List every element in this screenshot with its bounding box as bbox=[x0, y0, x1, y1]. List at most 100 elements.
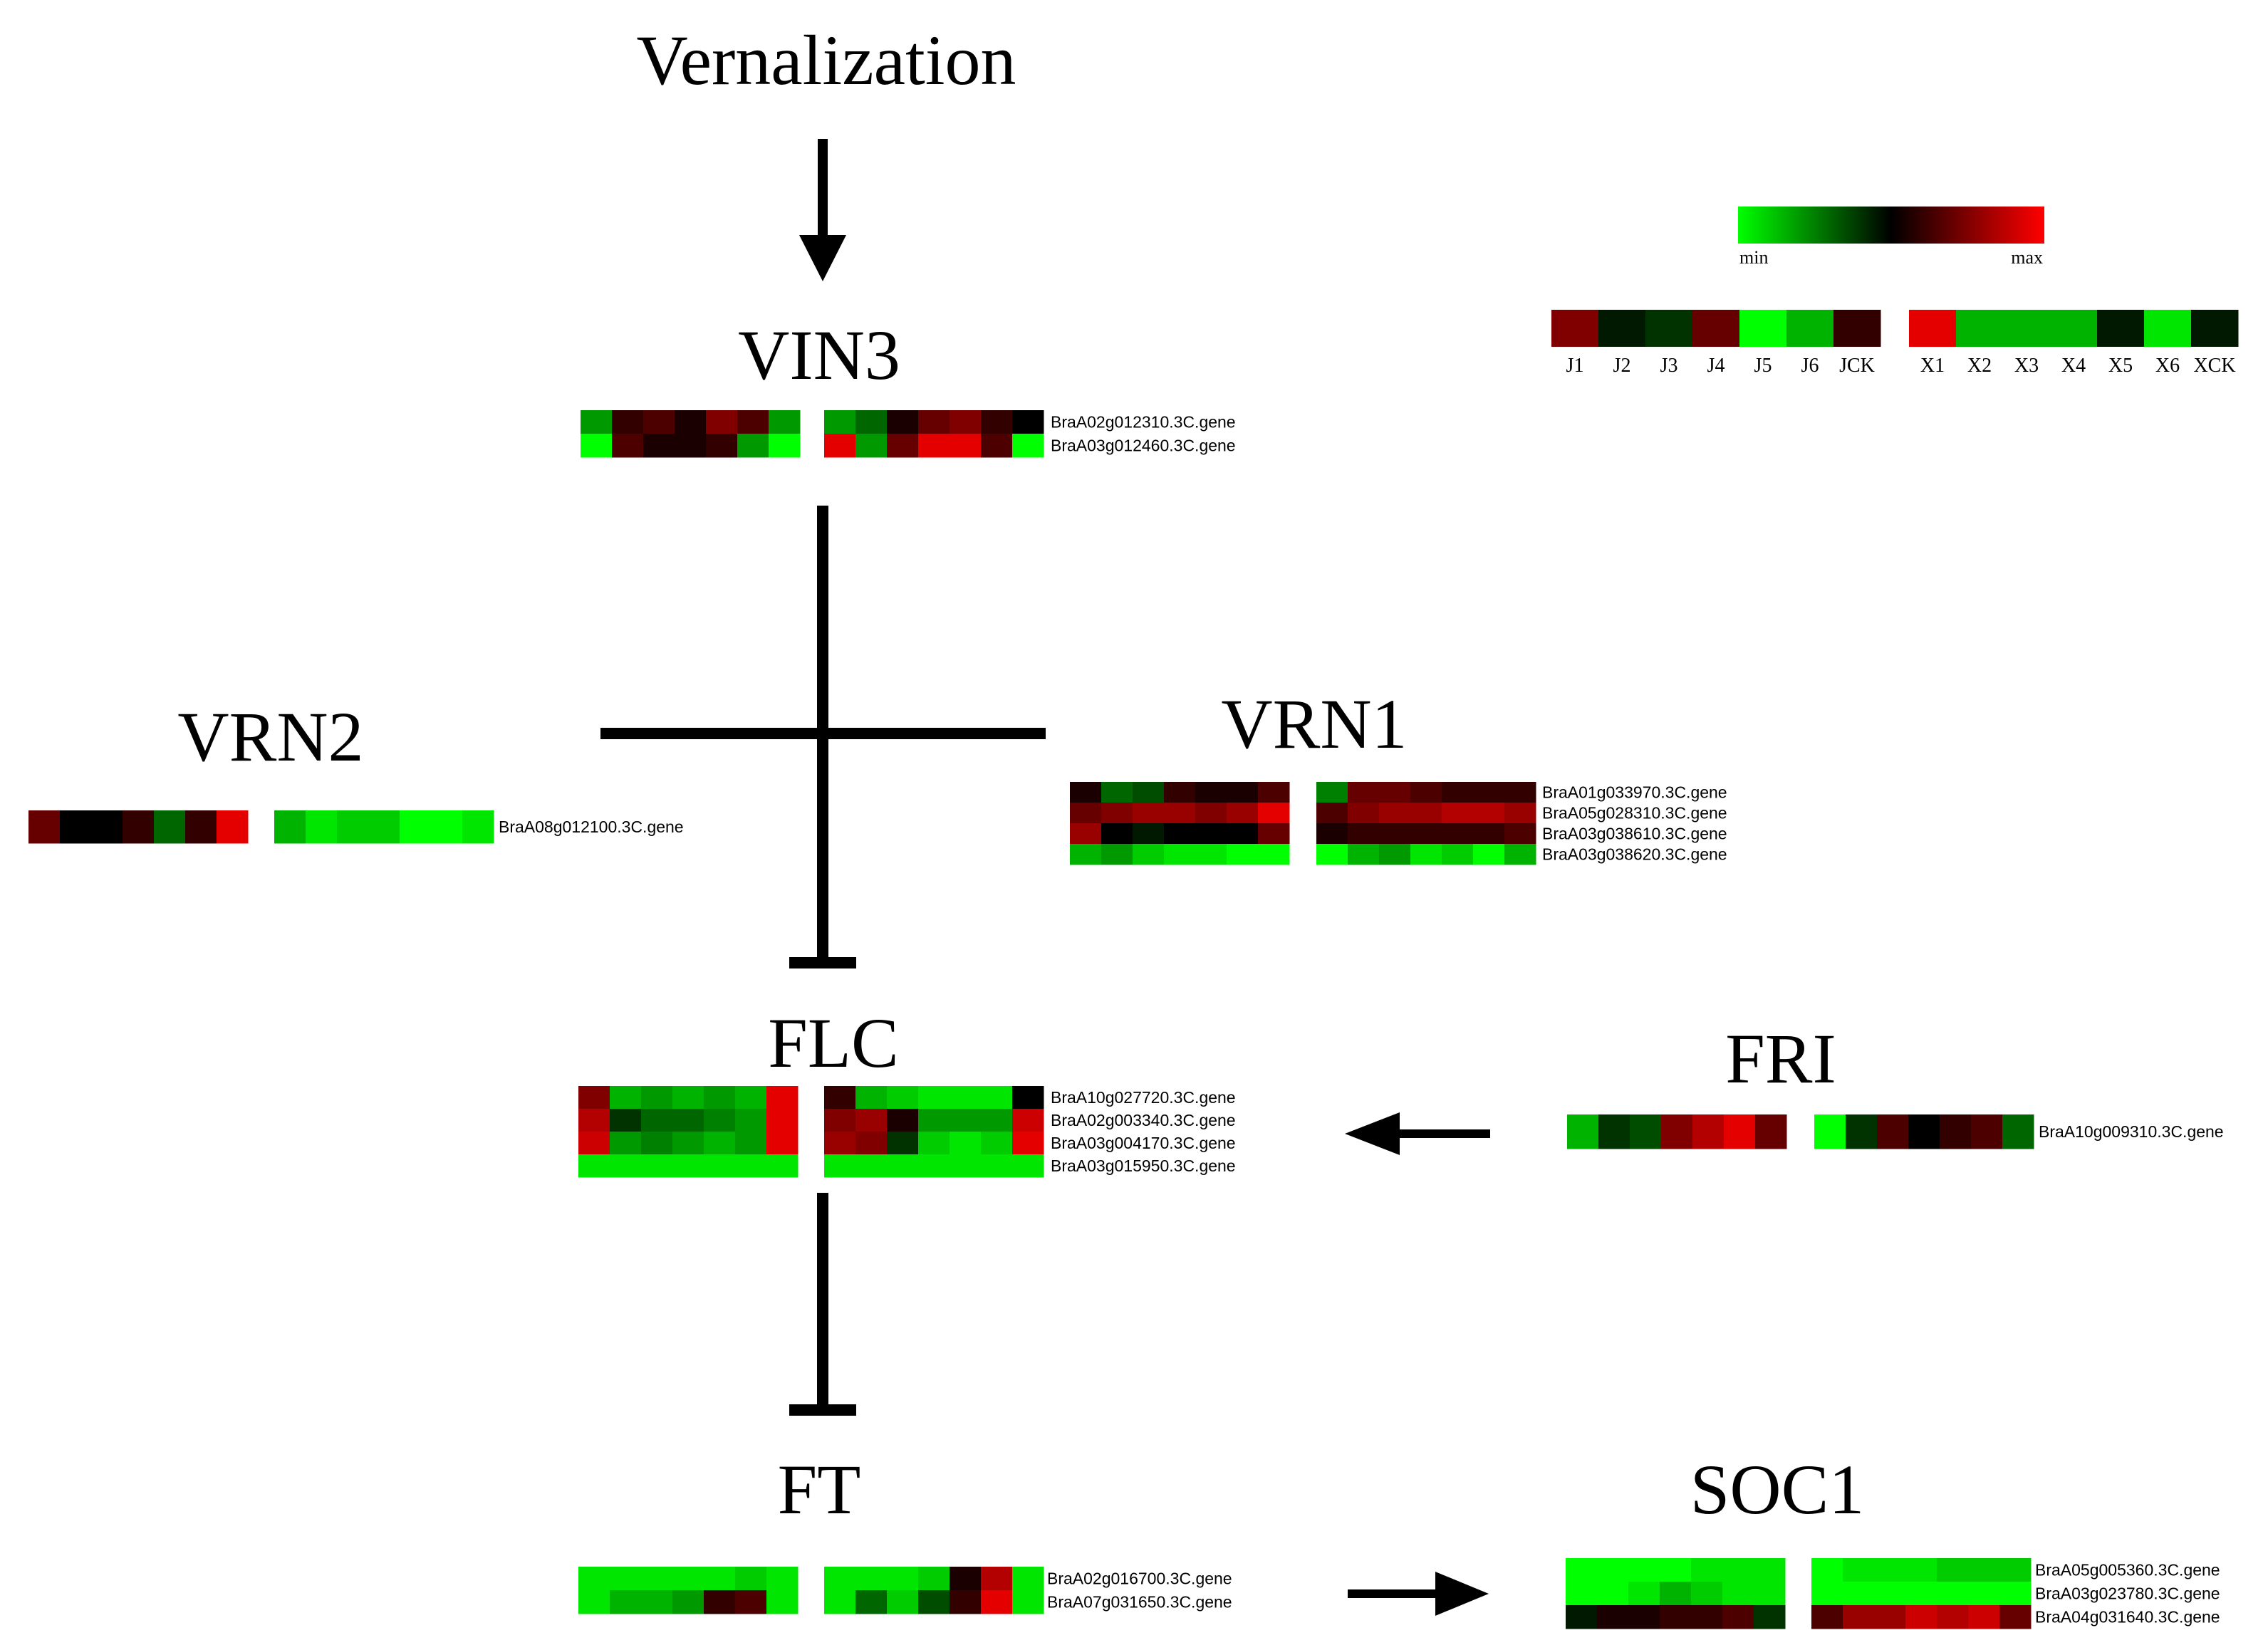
heatmap-cell bbox=[1999, 1605, 2032, 1629]
heatmap-cell bbox=[1379, 844, 1411, 865]
gene-label: BraA07g031650.3C.gene bbox=[1047, 1593, 1232, 1612]
heatmap-cell bbox=[735, 1086, 767, 1109]
heatmap-cell bbox=[1660, 1558, 1692, 1582]
gene-label: BraA05g005360.3C.gene bbox=[2035, 1561, 2220, 1579]
heatmap-cell bbox=[1999, 1582, 2032, 1606]
gene-label: BraA03g038610.3C.gene bbox=[1542, 825, 1727, 843]
heatmap-cell bbox=[1410, 844, 1442, 865]
heatmap-cell bbox=[1968, 1558, 2000, 1582]
sample-cell bbox=[1739, 310, 1787, 347]
column-label: J6 bbox=[1801, 355, 1819, 377]
heatmap-cell bbox=[918, 1086, 950, 1109]
heatmap-cell bbox=[981, 1109, 1013, 1132]
heatmap-cell bbox=[578, 1086, 610, 1109]
heatmap-cell bbox=[887, 1567, 919, 1591]
heatmap-cell bbox=[1630, 1114, 1662, 1149]
heatmap-cell bbox=[1012, 1154, 1044, 1178]
heatmap-cell bbox=[1133, 823, 1165, 845]
heatmap-cell bbox=[154, 810, 186, 844]
sample-cell bbox=[1551, 310, 1599, 347]
heatmap-cell bbox=[610, 1590, 642, 1614]
heatmap-cell bbox=[217, 810, 249, 844]
heatmap-cell bbox=[1597, 1605, 1629, 1629]
heatmap-cell bbox=[1691, 1582, 1723, 1606]
heatmap-cell bbox=[1660, 1605, 1692, 1629]
heatmap-cell bbox=[1660, 1582, 1692, 1606]
heatmap-cell bbox=[769, 434, 801, 458]
sample-legend-bar bbox=[1551, 310, 2239, 347]
heatmap-cell bbox=[1504, 844, 1536, 865]
heatmap-cell bbox=[1754, 1558, 1786, 1582]
heatmap-cell bbox=[1754, 1582, 1786, 1606]
heatmap-cell bbox=[1937, 1582, 1969, 1606]
heatmap-cell bbox=[1348, 844, 1380, 865]
gene-label: BraA04g031640.3C.gene bbox=[2035, 1608, 2220, 1626]
heatmap-cell bbox=[950, 434, 982, 458]
heatmap-cell bbox=[855, 1154, 888, 1178]
heatmap-cell bbox=[1442, 782, 1474, 803]
column-label: J3 bbox=[1660, 355, 1678, 377]
heatmap-cell bbox=[610, 1132, 642, 1155]
heatmap-cell bbox=[1598, 1114, 1630, 1149]
heatmap-cell bbox=[737, 434, 769, 458]
heatmap-cell bbox=[1566, 1582, 1598, 1606]
heatmap-cell bbox=[1843, 1582, 1875, 1606]
heatmap-cell bbox=[675, 410, 707, 434]
sample-cell bbox=[2191, 310, 2239, 347]
heatmap-cell bbox=[735, 1132, 767, 1155]
heatmap-cell bbox=[641, 1154, 673, 1178]
heatmap-cell bbox=[1348, 803, 1380, 824]
heatmap-cell bbox=[1379, 803, 1411, 824]
sample-cell bbox=[1956, 310, 2004, 347]
heatmap-cell bbox=[981, 1132, 1013, 1155]
heatmap-cell bbox=[1316, 823, 1348, 845]
heatmap-cell bbox=[306, 810, 338, 844]
gene-label: BraA03g023780.3C.gene bbox=[2035, 1584, 2220, 1603]
heatmap-cell bbox=[918, 434, 950, 458]
heatmap-cell bbox=[1070, 823, 1102, 845]
heatmap-flc: BraA10g027720.3C.geneBraA02g003340.3C.ge… bbox=[578, 1086, 1236, 1178]
heatmap-cell bbox=[1379, 782, 1411, 803]
column-label: X6 bbox=[2155, 355, 2180, 377]
sample-cell bbox=[1645, 310, 1693, 347]
heatmap-cell bbox=[918, 410, 950, 434]
column-label: X1 bbox=[1920, 355, 1945, 377]
sample-cell bbox=[2050, 310, 2098, 347]
heatmap-cell bbox=[1905, 1582, 1937, 1606]
heatmap-cell bbox=[1316, 782, 1348, 803]
heatmap-cell bbox=[1874, 1582, 1906, 1606]
heatmap-cell bbox=[855, 1086, 888, 1109]
sample-cell bbox=[1786, 310, 1834, 347]
scale-min-label: min bbox=[1739, 247, 1768, 268]
heatmap-cell bbox=[672, 1567, 704, 1591]
heatmap-cell bbox=[1195, 823, 1227, 845]
heatmap-ft: BraA02g016700.3C.geneBraA07g031650.3C.ge… bbox=[578, 1567, 1232, 1614]
heatmap-cell bbox=[887, 434, 919, 458]
heatmap-cell bbox=[1012, 410, 1044, 434]
heatmap-vrn1: BraA01g033970.3C.geneBraA05g028310.3C.ge… bbox=[1070, 782, 1727, 865]
heatmap-cell bbox=[1227, 844, 1259, 865]
heatmap-cell bbox=[855, 410, 888, 434]
heatmap-cell bbox=[918, 1132, 950, 1155]
heatmap-cell bbox=[675, 434, 707, 458]
heatmap-cell bbox=[950, 410, 982, 434]
heatmap-cell bbox=[1012, 434, 1044, 458]
heatmap-cell bbox=[887, 410, 919, 434]
gene-label: BraA05g028310.3C.gene bbox=[1542, 804, 1727, 823]
heatmap-cell bbox=[1722, 1582, 1754, 1606]
gene-label: BraA02g016700.3C.gene bbox=[1047, 1570, 1232, 1588]
heatmap-cell bbox=[824, 410, 856, 434]
sample-cell bbox=[1692, 310, 1740, 347]
heatmap-cell bbox=[1164, 782, 1196, 803]
heatmap-cell bbox=[887, 1086, 919, 1109]
heatmap-cell bbox=[578, 1109, 610, 1132]
heatmap-cell bbox=[1442, 803, 1474, 824]
heatmap-cell bbox=[610, 1086, 642, 1109]
heatmap-cell bbox=[672, 1109, 704, 1132]
heatmap-cell bbox=[672, 1590, 704, 1614]
heatmap-cell bbox=[400, 810, 432, 844]
node-label-soc1: SOC1 bbox=[1690, 1450, 1865, 1529]
gene-label: BraA03g038620.3C.gene bbox=[1542, 845, 1727, 864]
heatmap-cell bbox=[123, 810, 155, 844]
heatmap-cell bbox=[706, 410, 738, 434]
